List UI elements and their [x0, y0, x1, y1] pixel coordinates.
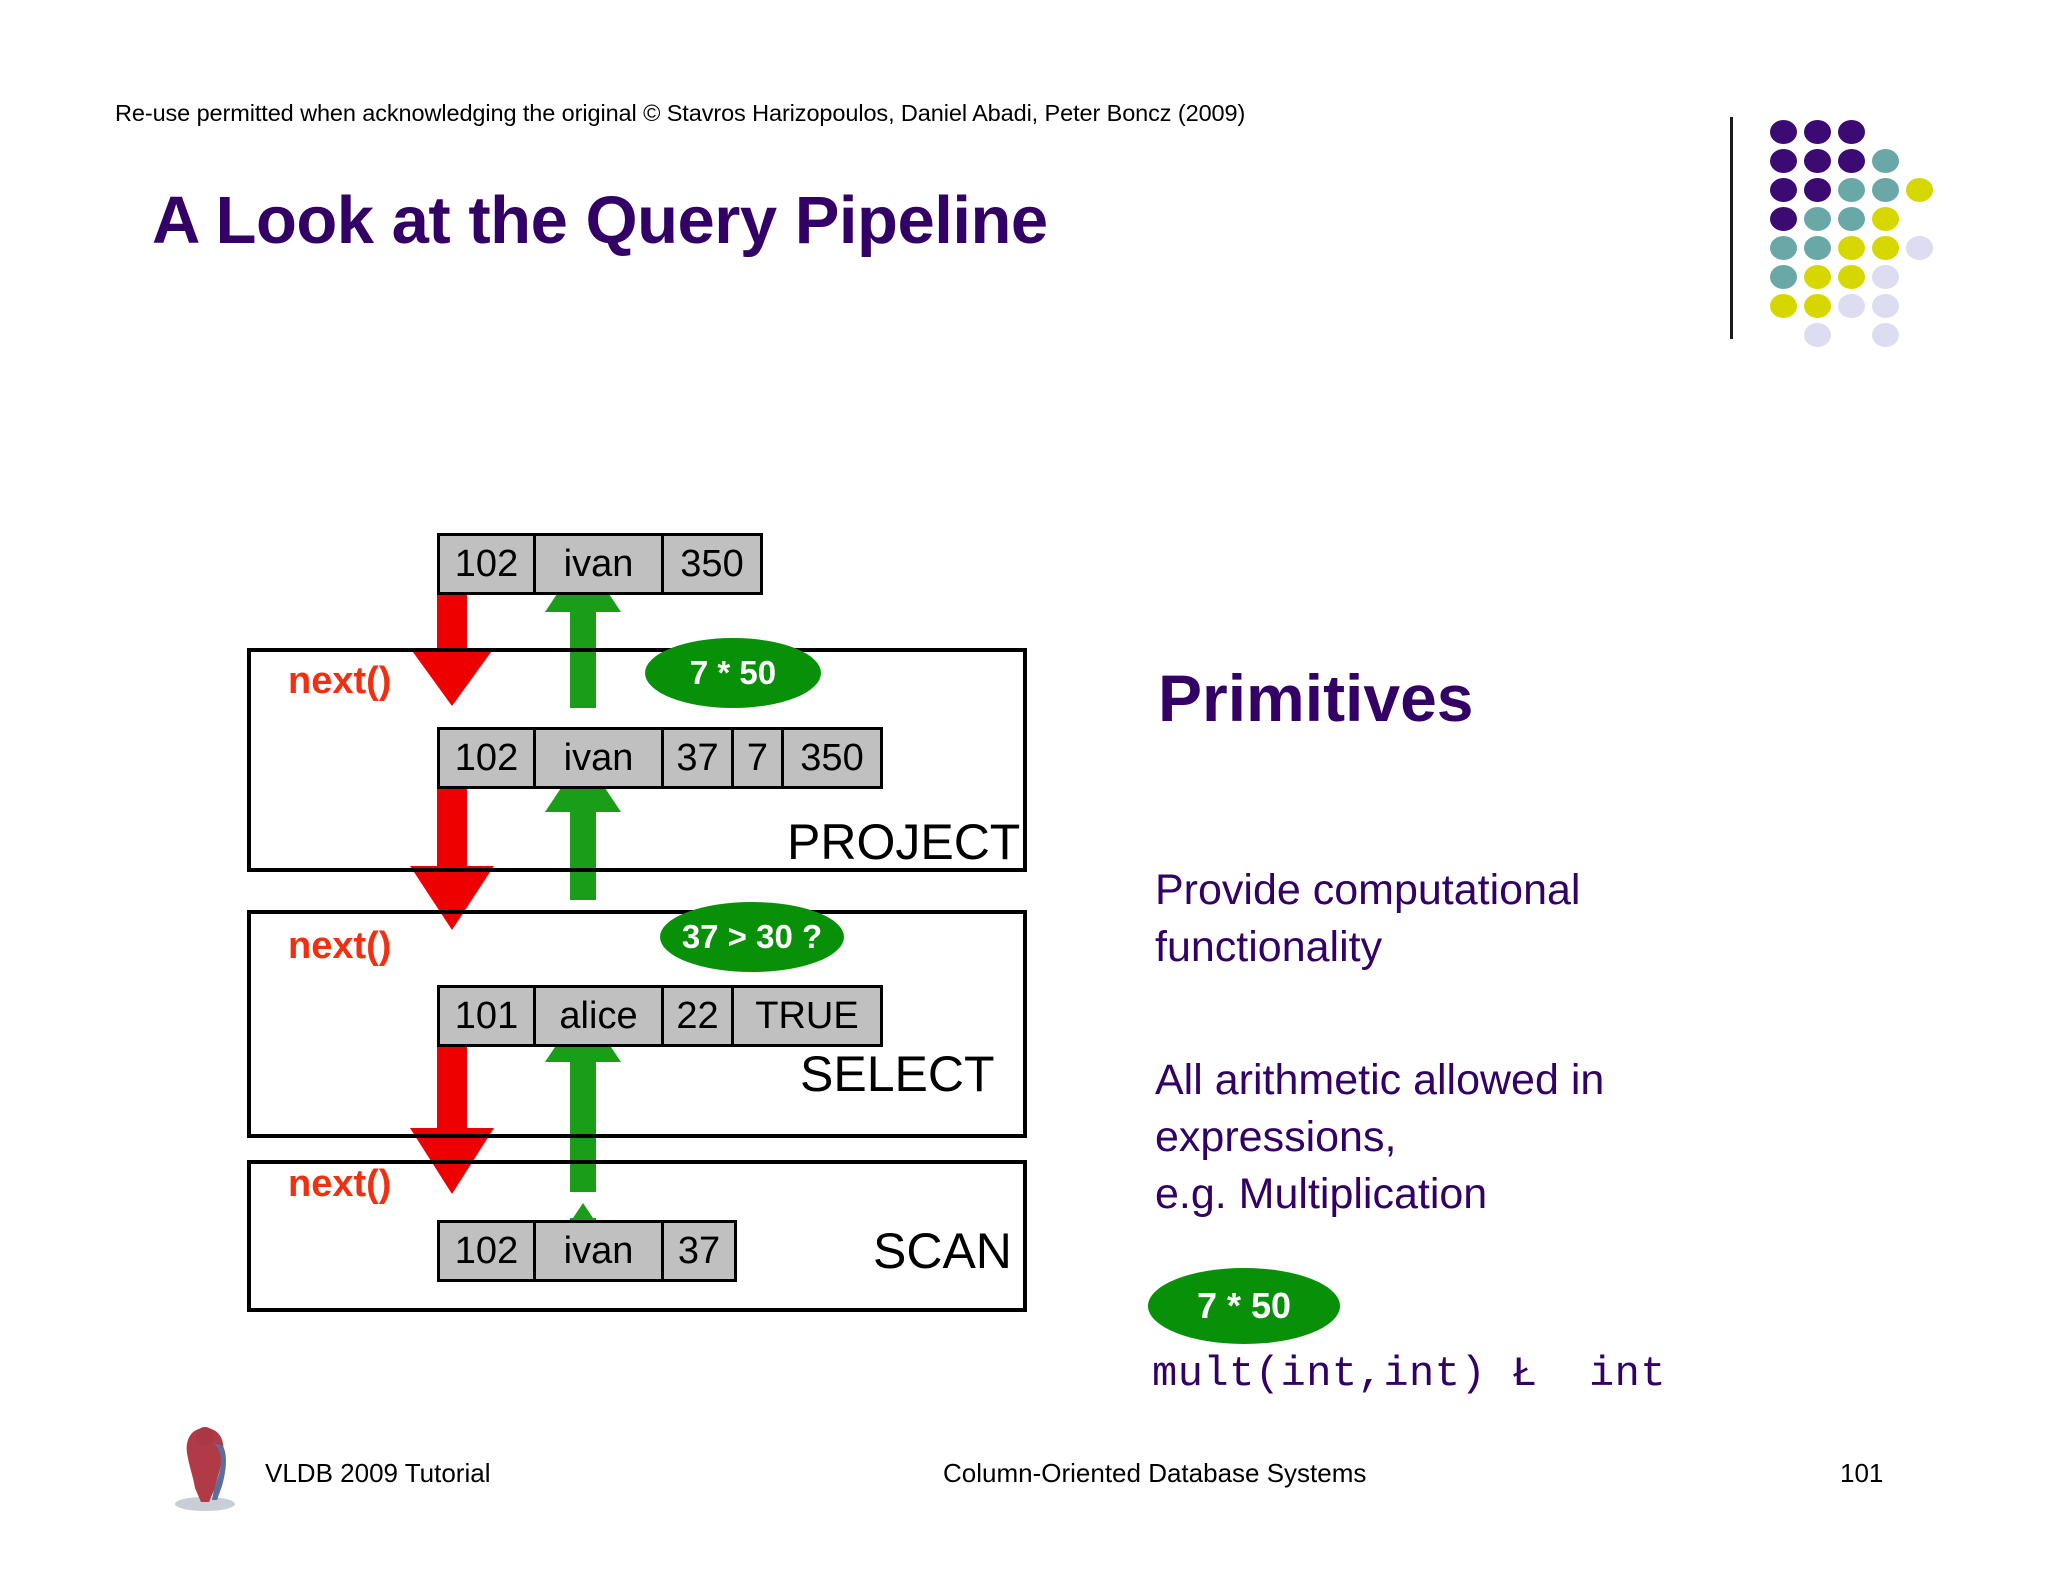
project-tuple-cell: 102: [440, 730, 536, 786]
logo-dot-purple: [1838, 120, 1865, 144]
logo-dot-purple: [1770, 178, 1797, 202]
project-tuple-cell: 37: [664, 730, 734, 786]
operator-label-scan: SCAN: [873, 1223, 1012, 1279]
logo-dot-yellow: [1804, 265, 1831, 289]
logo-dot-lavender: [1804, 323, 1831, 347]
logo-dot-teal: [1872, 178, 1899, 202]
next-label-select: next(): [288, 925, 392, 967]
logo-dot-teal: [1804, 207, 1831, 231]
project-tuple-cell: 350: [800, 737, 864, 779]
logo-dot-lavender: [1872, 294, 1899, 318]
bullet-2-line-2: expressions,: [1155, 1113, 1397, 1162]
select-tuple-cell: TRUE: [755, 995, 859, 1037]
operator-box-select: [247, 910, 1027, 1138]
logo-dot-lavender: [1838, 294, 1865, 318]
logo-dot-lavender: [1872, 265, 1899, 289]
copyright-notice: Re-use permitted when acknowledging the …: [115, 100, 1246, 126]
logo-dot-teal: [1872, 149, 1899, 173]
bullet-2-line-1: All arithmetic allowed in: [1155, 1056, 1605, 1104]
next-label-project: next(): [288, 660, 392, 702]
logo-dot-teal: [1838, 178, 1865, 202]
logo-dot-yellow: [1838, 265, 1865, 289]
logo-dot-yellow: [1906, 178, 1933, 202]
logo-dot-teal: [1770, 236, 1797, 260]
logo-dot-purple: [1770, 149, 1797, 173]
logo-dot-purple: [1804, 149, 1831, 173]
bullet-1-line-2: functionality: [1155, 923, 1383, 972]
footer-left-text: VLDB 2009 Tutorial: [265, 1458, 491, 1488]
result-tuple-cell: ivan: [536, 536, 664, 592]
logo-dot-yellow: [1872, 207, 1899, 231]
logo-dot-purple: [1838, 149, 1865, 173]
logo-dot-yellow: [1838, 236, 1865, 260]
logo-divider-rule: [1730, 117, 1733, 339]
scan-tuple-cell: 102: [440, 1223, 536, 1279]
primitive-bubble-project: 7 * 50: [645, 638, 821, 708]
primitive-signature: mult(int,int) Ł int: [1152, 1350, 1667, 1398]
logo-dot-purple: [1770, 120, 1797, 144]
select-tuple-cell: 101: [440, 988, 536, 1044]
bullet-2-line-3: e.g. Multiplication: [1155, 1170, 1488, 1219]
footer-page-number: 101: [1840, 1458, 1884, 1488]
project-tuple-cell: 7: [734, 730, 784, 786]
select-tuple-cell: alice: [536, 988, 664, 1044]
primitives-heading: Primitives: [1158, 661, 1474, 735]
logo-dot-teal: [1770, 265, 1797, 289]
logo-dot-yellow: [1804, 294, 1831, 318]
logo-dot-teal: [1804, 236, 1831, 260]
bullet-1-line-1: Provide computational: [1155, 866, 1581, 914]
cwi-logo: [1730, 112, 1960, 347]
bullet-provide-computational: Provide computational functionality: [1155, 862, 1580, 976]
operator-box-project: [247, 648, 1027, 872]
project-tuple-cell: ivan: [536, 730, 664, 786]
result-tuple-cell: 350: [680, 543, 744, 585]
logo-dot-yellow: [1872, 236, 1899, 260]
bullet-all-arithmetic: All arithmetic allowed in expressions, e…: [1155, 1052, 1604, 1224]
logo-dot-yellow: [1770, 294, 1797, 318]
logo-dot-purple: [1770, 207, 1797, 231]
logo-dot-teal: [1838, 207, 1865, 231]
scan-tuple-cell: 37: [677, 1230, 721, 1272]
select-tuple-cell: 22: [664, 988, 734, 1044]
next-label-scan: next(): [288, 1163, 392, 1205]
result-tuple-cell: 102: [440, 536, 536, 592]
logo-dot-lavender: [1906, 236, 1933, 260]
primitive-bubble-select: 37 > 30 ?: [660, 902, 844, 972]
operator-label-project: PROJECT: [787, 814, 1021, 870]
operator-box-scan: [247, 1160, 1027, 1312]
scan-tuple-cell: ivan: [536, 1223, 664, 1279]
page-title: A Look at the Query Pipeline: [152, 183, 1048, 258]
logo-dot-purple: [1804, 120, 1831, 144]
lion-logo: [175, 1427, 235, 1511]
footer-center-text: Column-Oriented Database Systems: [943, 1458, 1367, 1488]
logo-dot-lavender: [1872, 323, 1899, 347]
primitive-bubble-example: 7 * 50: [1148, 1268, 1340, 1344]
operator-label-select: SELECT: [800, 1046, 995, 1102]
logo-dot-purple: [1804, 178, 1831, 202]
